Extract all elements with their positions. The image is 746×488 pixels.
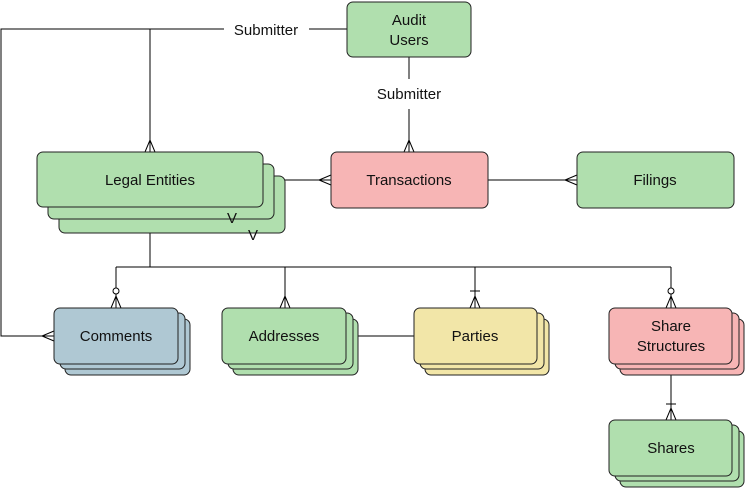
comments-label: Comments [80,328,153,345]
parties-label: Parties [452,328,499,345]
legal-entities-marker-2: V [248,227,258,244]
addresses-label: Addresses [249,328,320,345]
crow-foot-comments-left [40,330,55,342]
entity-parties[interactable]: Parties [413,307,550,376]
crow-foot-filings-left [563,174,578,186]
share-structures-label-line1: Share [651,318,691,335]
share-structures-box [608,307,733,365]
filings-box [576,151,735,209]
entity-legal-entities[interactable]: Legal Entities V V [36,151,286,244]
crow-foot-addresses-top [279,294,291,309]
zero-marker-comments [112,287,120,295]
entity-transactions[interactable]: Transactions [330,151,489,209]
transactions-label: Transactions [366,172,451,189]
audit-users-label-line2: Users [389,32,428,49]
relationship-submitter-top: Submitter [234,22,298,39]
submitter-top-label: Submitter [234,22,298,39]
crow-foot-legal-entities-top [144,138,156,153]
legal-entities-marker-1: V [227,210,237,227]
legal-entities-label: Legal Entities [105,172,195,189]
addresses-box [221,307,347,365]
crow-foot-transactions-top [403,138,415,153]
submitter-mid-label: Submitter [377,86,441,103]
entity-addresses[interactable]: Addresses [221,307,359,376]
crow-foot-transactions-left [317,174,332,186]
crow-foot-comments-top [110,294,122,309]
relationship-submitter-mid: Submitter [377,86,441,103]
zero-marker-share-structures [667,287,675,295]
legal-entities-box [36,151,264,208]
shares-label: Shares [647,440,695,457]
share-structures-label-line2: Structures [637,338,705,355]
audit-users-label-line1: Audit [392,12,427,29]
entity-shares[interactable]: Shares [608,419,745,488]
audit-users-box [346,1,472,58]
crow-foot-shares-top [665,406,677,421]
entity-audit-users[interactable]: Audit Users [346,1,472,58]
filings-label: Filings [633,172,676,189]
crow-foot-share-structures-top [665,294,677,309]
entity-filings[interactable]: Filings [576,151,735,209]
parties-box [413,307,538,365]
edge-submitter-top-left [0,28,224,337]
transactions-box [330,151,489,209]
comments-box [53,307,179,365]
entity-share-structures[interactable]: Share Structures [608,307,745,376]
crow-foot-parties-top [469,294,481,309]
shares-box [608,419,733,477]
entity-comments[interactable]: Comments [53,307,191,376]
